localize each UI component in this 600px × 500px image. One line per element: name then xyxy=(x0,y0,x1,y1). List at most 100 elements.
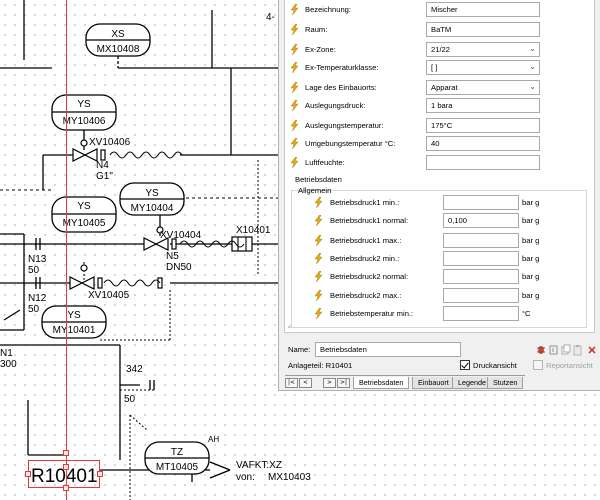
ys3-id: MY10404 xyxy=(131,203,174,214)
tz-tag: TZ xyxy=(171,447,183,458)
flash-icon xyxy=(314,234,323,247)
operating-label-betriebsdruck1-max: Betriebsdruck1 max.: xyxy=(330,236,402,245)
prop-value: 21/22 xyxy=(431,45,451,54)
ys1-tag: YS xyxy=(77,99,91,110)
tab-betriebsdaten[interactable]: Betriebsdaten xyxy=(353,377,410,389)
ah-label: AH xyxy=(208,435,219,444)
selection-guide-line xyxy=(66,0,67,500)
group-label-betriebsdaten: Betriebsdaten xyxy=(295,175,342,184)
nozzle-n13-label: N13 xyxy=(28,254,47,265)
operating-field-betriebsdruck2-normal[interactable] xyxy=(443,269,519,284)
prop-value: 175°C xyxy=(431,121,453,130)
operating-field-betriebsdruck2-max[interactable] xyxy=(443,288,519,303)
prop-field-auslegungstemperatur[interactable]: 175°C xyxy=(426,118,540,133)
name-field[interactable]: Betriebsdaten xyxy=(315,342,461,357)
prop-field-lage-des-einbauorts[interactable]: Apparat⌄ xyxy=(426,80,540,95)
operating-row-betriebsdruck2-normal: Betriebsdruck2 normal:bar g xyxy=(285,269,585,285)
ys2-tag: YS xyxy=(77,201,91,212)
prop-value: BaTM xyxy=(431,25,452,34)
tab-legende[interactable]: Legende xyxy=(452,377,492,389)
prop-value: 1 bara xyxy=(431,101,453,110)
prop-label-ex-temperaturklasse: Ex-Temperaturklasse: xyxy=(305,63,379,72)
flash-icon xyxy=(290,23,299,36)
druckansicht-label[interactable]: Druckansicht xyxy=(473,361,517,370)
xs-tag: XS xyxy=(111,29,125,40)
prop-row-bezeichnung: Bezeichnung:Mischer xyxy=(285,2,585,18)
resize-handle-right[interactable] xyxy=(97,471,103,477)
prop-value: [ ] xyxy=(431,63,438,72)
operating-row-betriebsdruck2-min: Betriebsdruck2 min.: bar g xyxy=(285,251,585,267)
tab-stutzen[interactable]: Stutzen xyxy=(487,377,524,389)
ref-label: VAFKT:XZ xyxy=(236,460,282,471)
copy-icon[interactable] xyxy=(561,344,571,355)
nav-last-button[interactable]: >| xyxy=(337,378,350,388)
prop-field-umgebungstemperatur-c[interactable]: 40 xyxy=(426,136,540,151)
nav-next-button[interactable]: > xyxy=(323,378,336,388)
panel-resize-grip[interactable]: < xyxy=(288,325,292,331)
resize-handle-left[interactable] xyxy=(25,471,31,477)
operating-field-betriebsdruck2-min[interactable] xyxy=(443,251,519,266)
druckansicht-checkbox[interactable] xyxy=(460,360,470,370)
flash-icon xyxy=(314,214,323,227)
operating-field-betriebsdruck1-min[interactable] xyxy=(443,195,519,210)
prop-row-ex-zone: Ex-Zone:21/22⌄ xyxy=(285,42,585,58)
group-label-allgemein: Allgemein xyxy=(298,186,332,195)
operating-field-betriebstemperatur-min[interactable] xyxy=(443,306,519,321)
reportansicht-checkbox[interactable] xyxy=(533,360,543,370)
operating-label-betriebsdruck1-normal: Betriebsdruck1 normal: xyxy=(330,216,409,225)
nozzle-n12-label: N12 xyxy=(28,293,47,304)
flash-icon xyxy=(290,3,299,16)
prop-field-ex-zone[interactable]: 21/22 ⌄ xyxy=(426,42,540,57)
flash-icon xyxy=(290,43,299,56)
ys3-tag: YS xyxy=(145,188,159,199)
prop-field-auslegungsdruck[interactable]: 1 bara xyxy=(426,98,540,113)
paste-icon[interactable] xyxy=(573,345,582,356)
prop-row-ex-temperaturklasse: Ex-Temperaturklasse: [ ] ⌄ xyxy=(285,60,585,76)
resize-handle-upper[interactable] xyxy=(63,464,69,470)
valve-xv10406-label: XV10406 xyxy=(89,137,131,148)
prop-row-umgebungstemperatur-c: Umgebungstemperatur °C: 40 xyxy=(285,136,585,152)
bug-icon[interactable] xyxy=(537,346,545,354)
unit-label: bar g xyxy=(522,254,540,263)
nozzle-n13-size: 50 xyxy=(28,265,40,276)
prop-field-bezeichnung[interactable]: Mischer xyxy=(426,2,540,17)
nozzle-n12-size: 50 xyxy=(28,304,40,315)
prop-value: Mischer xyxy=(431,5,458,14)
nav-first-button[interactable]: |< xyxy=(285,378,298,388)
operating-row-betriebsdruck2-max: Betriebsdruck2 max.:bar g xyxy=(285,288,585,304)
flash-icon xyxy=(314,270,323,283)
nav-prev-button[interactable]: < xyxy=(299,378,312,388)
prop-field-luftfeuchte[interactable] xyxy=(426,155,540,170)
prop-label-umgebungstemperatur-c: Umgebungstemperatur °C: xyxy=(305,139,396,148)
xs-id: MX10408 xyxy=(97,44,140,55)
valve-xv10404-label: XV10404 xyxy=(160,230,202,241)
unit-label: bar g xyxy=(522,272,540,281)
operating-field-betriebsdruck1-normal[interactable]: 0,100 xyxy=(443,213,519,228)
prop-field-raum[interactable]: BaTM xyxy=(426,22,540,37)
prop-label-auslegungstemperatur: Auslegungstemperatur: xyxy=(305,121,384,130)
ys1-id: MY10406 xyxy=(63,116,106,127)
ref-von: von: xyxy=(236,472,255,483)
operating-field-betriebsdruck1-max[interactable] xyxy=(443,233,519,248)
flash-icon xyxy=(290,119,299,132)
vessel-tag: R10401 xyxy=(31,466,98,487)
chevron-down-icon[interactable]: ⌄ xyxy=(529,62,536,71)
tab-bar: |< < > >| Betriebsdaten Einbauort Legend… xyxy=(285,375,525,389)
chevron-down-icon[interactable]: ⌄ xyxy=(529,82,536,91)
tab-einbauort[interactable]: Einbauort xyxy=(412,377,455,389)
resize-handle-top[interactable] xyxy=(63,450,69,456)
nozzle-n1-size: 300 xyxy=(0,359,17,370)
dialog-toolbar xyxy=(537,344,596,356)
tz-id: MT10405 xyxy=(156,462,199,473)
chevron-down-icon[interactable]: ⌄ xyxy=(529,44,536,53)
operating-label-betriebsdruck2-min: Betriebsdruck2 min.: xyxy=(330,254,400,263)
prop-field-ex-temperaturklasse[interactable]: [ ] ⌄ xyxy=(426,60,540,75)
prop-label-raum: Raum: xyxy=(305,25,328,34)
pin-icon[interactable] xyxy=(549,345,558,355)
close-icon[interactable] xyxy=(588,346,596,354)
resize-handle-bottom[interactable] xyxy=(63,485,69,491)
nozzle-n4-size: G1" xyxy=(96,171,113,182)
unit-label: bar g xyxy=(522,236,540,245)
flash-icon xyxy=(290,156,299,169)
